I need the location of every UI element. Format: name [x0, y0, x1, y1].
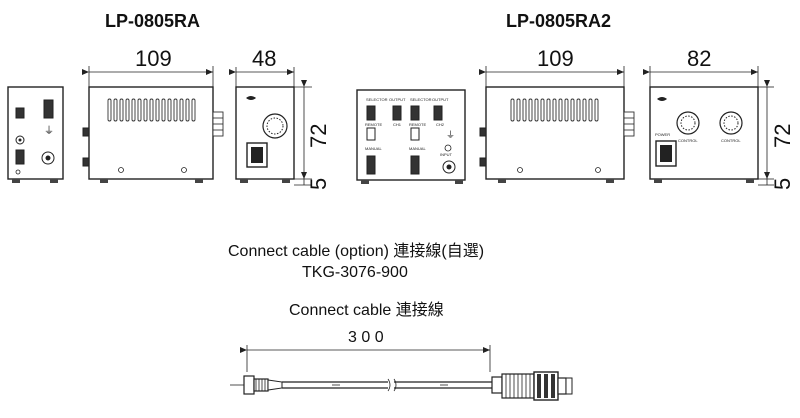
cable-part-number: TKG-3076-900 [302, 264, 408, 281]
right-front-view: 82 POWER CONTROL CONTROL 72 5 [643, 46, 795, 190]
vent-slot [161, 98, 166, 122]
vent-slot [173, 98, 178, 122]
left-front-view: 48 72 5 [229, 46, 331, 190]
vent-slot [137, 98, 142, 122]
selector-label-1: SELECTOR [366, 97, 388, 102]
control-label-2: CONTROL [721, 138, 741, 143]
vent-slot [582, 98, 587, 122]
left-width-label: 109 [135, 46, 172, 71]
vent-slot [155, 98, 160, 122]
manual-label-2: MANUAL [409, 146, 426, 151]
output-label-2: OUTPUT [432, 97, 449, 102]
right-depth-label: 82 [687, 46, 711, 71]
left-foot-label: 5 [306, 178, 331, 190]
remote-label-1: REMOTE [365, 122, 382, 127]
vent-slot [113, 98, 118, 122]
selector-switch-1[interactable] [366, 105, 376, 121]
vent-slot [546, 98, 551, 122]
ch2-label: CH2 [436, 122, 445, 127]
vent-slot [143, 98, 148, 122]
ch1-label: CH1 [393, 122, 402, 127]
vent-slot [528, 98, 533, 122]
vent-slot [588, 98, 593, 122]
vent-slot [570, 98, 575, 122]
vent-slot [552, 98, 557, 122]
vent-slot [107, 98, 112, 122]
vent-slot [179, 98, 184, 122]
control-label-1: CONTROL [678, 138, 698, 143]
ground-icon: ⏚ [44, 125, 54, 137]
cable-option-label: Connect cable (option) 連接線(自選) [228, 242, 484, 260]
output-label-1: OUTPUT [389, 97, 406, 102]
remote-label-2: REMOTE [409, 122, 426, 127]
manual-label-1: MANUAL [365, 146, 382, 151]
vent-slot [534, 98, 539, 122]
vent-slot [167, 98, 172, 122]
vent-slot [516, 98, 521, 122]
vent-slot [594, 98, 599, 122]
vent-slot [125, 98, 130, 122]
vent-slot [576, 98, 581, 122]
cable-length-label: 3 0 0 [348, 329, 384, 346]
brand-logo-icon-2 [657, 97, 667, 101]
model-title-right: LP-0805RA2 [506, 11, 611, 31]
power-label: POWER [655, 132, 670, 137]
left-height-label: 72 [306, 124, 331, 148]
left-side-view: 109 [82, 46, 224, 183]
vent-slot [564, 98, 569, 122]
right-foot-label: 5 [770, 178, 795, 190]
vent-slot [191, 98, 196, 122]
left-depth-label: 48 [252, 46, 276, 71]
vent-slot [185, 98, 190, 122]
vent-slot [522, 98, 527, 122]
model-title-left: LP-0805RA [105, 11, 200, 31]
input-label: INPUT [440, 152, 453, 157]
left-rear-view: ⏚ [7, 86, 64, 183]
right-height-label: 72 [770, 124, 795, 148]
ground-icon-2: ⏚ [446, 130, 455, 140]
right-rear-view: SELECTOR OUTPUT SELECTOR OUTPUT REMOTE R… [356, 89, 466, 184]
vent-slot [149, 98, 154, 122]
brand-logo-icon [246, 96, 256, 100]
vent-slot [540, 98, 545, 122]
vent-slot [131, 98, 136, 122]
right-width-label: 109 [537, 46, 574, 71]
vent-slot [510, 98, 515, 122]
vent-slot [558, 98, 563, 122]
cable-drawing [230, 345, 573, 401]
selector-switch-2[interactable] [410, 105, 420, 121]
cable-label: Connect cable 連接線 [289, 301, 444, 319]
vent-slot [119, 98, 124, 122]
selector-label-2: SELECTOR [410, 97, 432, 102]
right-side-view: 109 [479, 46, 635, 183]
